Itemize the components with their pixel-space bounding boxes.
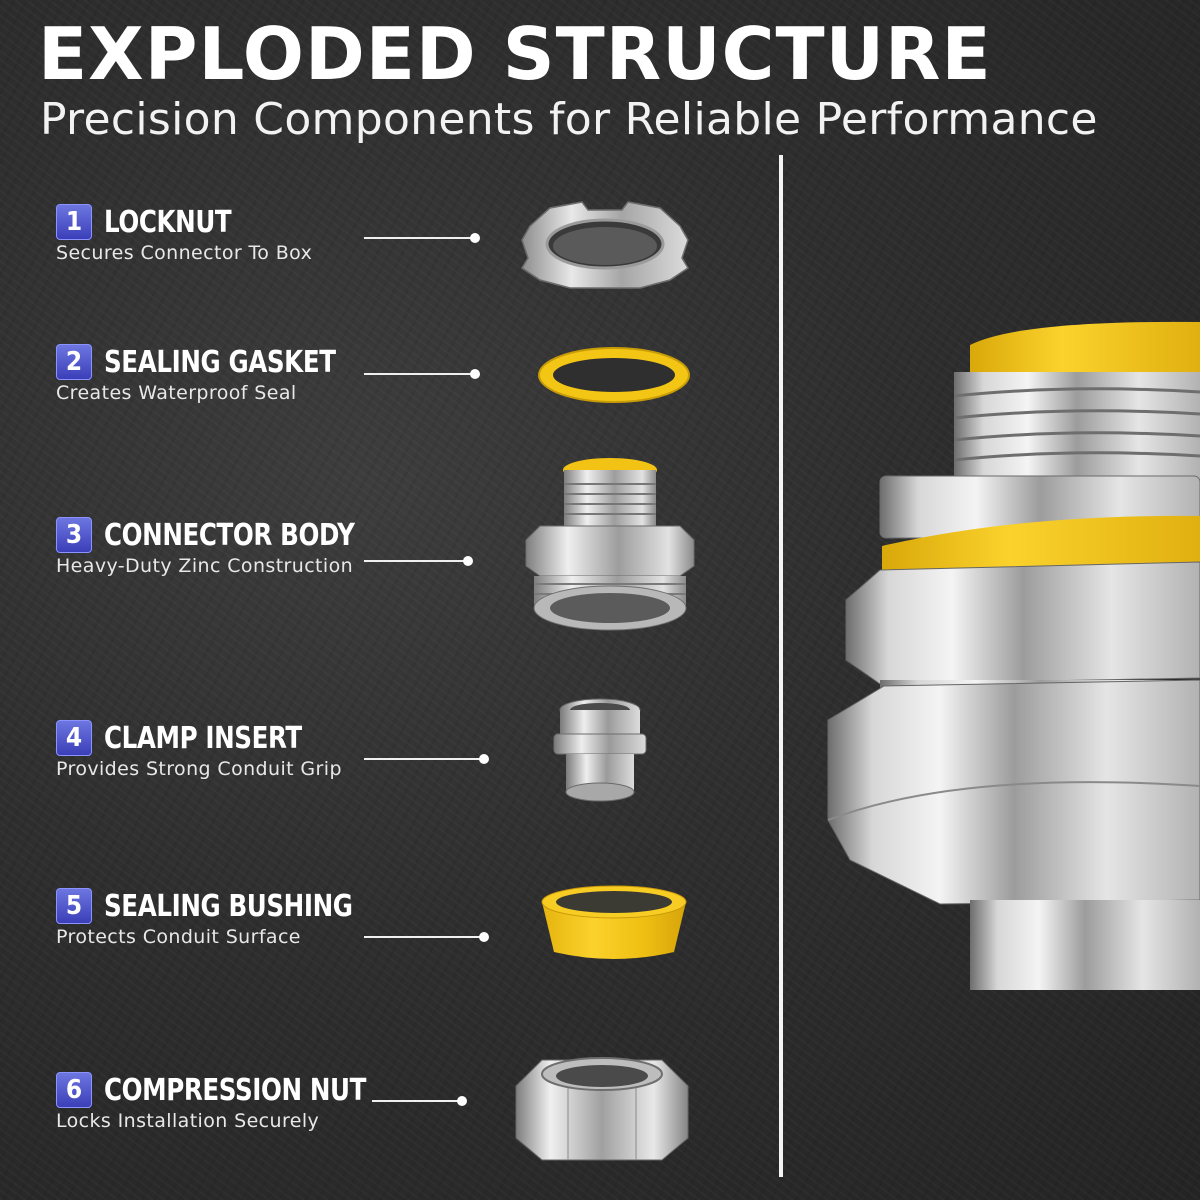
number-badge: 3 [56, 517, 92, 553]
number-badge: 1 [56, 204, 92, 240]
compression-nut-icon [515, 1057, 689, 1161]
component-name: CLAMP INSERT [104, 720, 302, 756]
leader-line [364, 556, 473, 566]
component-description: Locks Installation Securely [56, 1110, 320, 1132]
number-badge: 6 [56, 1072, 92, 1108]
divider-line [779, 155, 783, 1177]
page-title: EXPLODED STRUCTURE [38, 12, 992, 96]
component-name: LOCKNUT [104, 204, 232, 240]
component-description: Secures Connector To Box [56, 242, 313, 264]
number-badge: 4 [56, 720, 92, 756]
component-sealing-gasket: 2 SEALING GASKET Creates Waterproof Seal [56, 344, 386, 404]
component-description: Protects Conduit Surface [56, 926, 301, 948]
bushing-icon [541, 885, 687, 959]
leader-line [364, 233, 480, 243]
gasket-icon [538, 347, 690, 403]
number-badge: 2 [56, 344, 92, 380]
number-badge: 5 [56, 888, 92, 924]
component-name: SEALING GASKET [104, 344, 336, 380]
component-name: SEALING BUSHING [104, 888, 353, 924]
component-sealing-bushing: 5 SEALING BUSHING Protects Conduit Surfa… [56, 888, 407, 948]
connector-body-icon [525, 458, 695, 631]
leader-line [372, 1096, 467, 1106]
leader-line [364, 369, 480, 379]
component-connector-body: 3 CONNECTOR BODY Heavy-Duty Zinc Constru… [56, 517, 410, 577]
component-locknut: 1 LOCKNUT Secures Connector To Box [56, 204, 312, 264]
clamp-insert-icon [553, 698, 647, 802]
component-description: Provides Strong Conduit Grip [56, 758, 342, 780]
assembled-connector-image [827, 321, 1200, 990]
component-name: CONNECTOR BODY [104, 517, 355, 553]
leader-line [364, 754, 489, 764]
component-description: Creates Waterproof Seal [56, 382, 297, 404]
component-clamp-insert: 4 CLAMP INSERT Provides Strong Conduit G… [56, 720, 345, 780]
component-compression-nut: 6 COMPRESSION NUT Locks Installation Sec… [56, 1072, 423, 1132]
component-description: Heavy-Duty Zinc Construction [56, 555, 354, 577]
page-subtitle: Precision Components for Reliable Perfor… [40, 94, 1098, 145]
component-name: COMPRESSION NUT [104, 1072, 366, 1108]
locknut-icon [520, 201, 690, 289]
leader-line [364, 932, 489, 942]
